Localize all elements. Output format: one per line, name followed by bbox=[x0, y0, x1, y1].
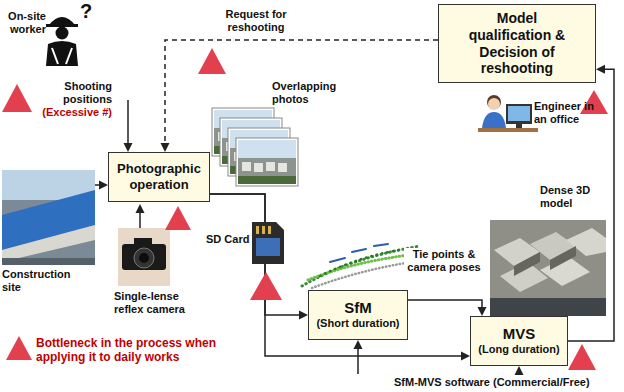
box-text: (Short duration) bbox=[316, 317, 399, 330]
shooting-label: Shooting positions bbox=[40, 80, 112, 106]
connector bbox=[210, 194, 308, 320]
excess-note: (Excessive #) bbox=[20, 106, 112, 119]
connector bbox=[161, 40, 439, 152]
overlapping-photos bbox=[212, 108, 298, 186]
software-label: SfM-MVS software (Commercial/Free) bbox=[394, 376, 590, 389]
arrow-head bbox=[161, 143, 170, 152]
dense-3d-model-photo bbox=[490, 220, 606, 316]
camera-arrow bbox=[136, 204, 145, 228]
connector-line bbox=[408, 300, 482, 309]
box-text: SfM bbox=[344, 299, 372, 317]
bottleneck-marker bbox=[250, 272, 282, 300]
connector bbox=[210, 194, 470, 361]
process-box: MVS(Long duration) bbox=[470, 316, 568, 366]
connector bbox=[408, 300, 487, 316]
legend-marker bbox=[6, 336, 32, 360]
point-cloud bbox=[302, 244, 420, 288]
camera-label: Single-lense reflex camera bbox=[114, 290, 204, 316]
bottleneck-marker bbox=[2, 84, 32, 112]
software-line bbox=[357, 347, 359, 374]
arrow-head bbox=[596, 65, 605, 74]
legend-text: Bottleneck in the process when applying … bbox=[36, 336, 246, 364]
site-label: Construction site bbox=[2, 268, 86, 294]
edge-label: Request for reshooting bbox=[214, 8, 298, 34]
model-output-label: Dense 3D model bbox=[540, 184, 604, 210]
site-arrow bbox=[95, 181, 108, 190]
worker-icon bbox=[46, 17, 78, 66]
connector-line bbox=[210, 194, 463, 356]
bottleneck-marker bbox=[165, 206, 191, 230]
engineer-label: Engineer in an office bbox=[534, 100, 606, 126]
bottleneck-marker bbox=[568, 344, 596, 370]
question-mark: ? bbox=[80, 0, 92, 24]
camera-photo bbox=[118, 228, 170, 286]
arrow-head bbox=[299, 311, 308, 320]
photos-label: Overlapping photos bbox=[272, 80, 352, 106]
box-text: Model qualification & Decision of reshoo… bbox=[461, 10, 573, 77]
decision-box: Model qualification & Decision of reshoo… bbox=[438, 4, 596, 83]
bottleneck-marker bbox=[198, 48, 226, 74]
arrow-head bbox=[461, 352, 470, 361]
engineer-icon bbox=[478, 95, 538, 132]
arrow-head bbox=[478, 307, 487, 316]
construction-site-photo bbox=[2, 170, 95, 265]
shooting-arrow bbox=[124, 100, 133, 152]
process-box: Photographic operation bbox=[108, 152, 210, 202]
process-box: SfM(Short duration) bbox=[308, 290, 408, 340]
box-text: Photographic operation bbox=[114, 161, 204, 192]
software-arrow bbox=[515, 366, 524, 375]
arrow-head bbox=[515, 366, 524, 375]
connector-line bbox=[210, 194, 301, 315]
connector-line bbox=[165, 40, 438, 145]
sd-card-icon bbox=[252, 222, 284, 264]
edge-label: Tie points & camera poses bbox=[404, 248, 484, 274]
worker-label: On-site worker bbox=[0, 10, 46, 36]
box-text: (Long duration) bbox=[478, 343, 559, 356]
box-text: MVS bbox=[503, 325, 536, 343]
sd-label: SD Card bbox=[206, 233, 249, 246]
software-arrow bbox=[354, 340, 363, 374]
arrow-head bbox=[354, 340, 363, 349]
